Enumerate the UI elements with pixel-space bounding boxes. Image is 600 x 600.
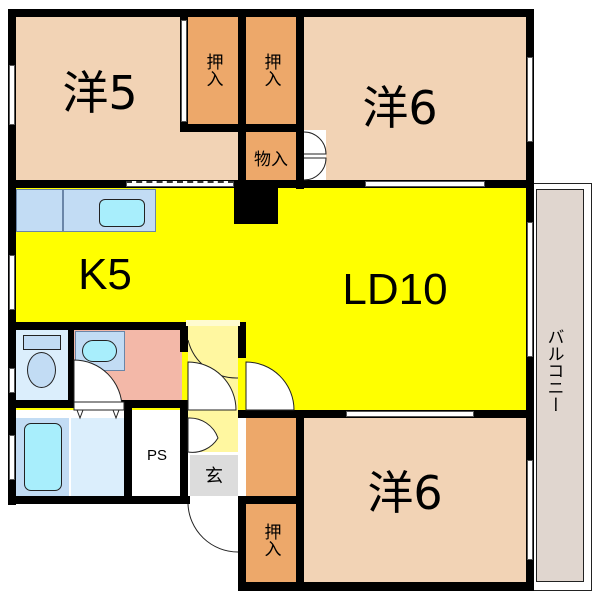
toilet-tank: [23, 335, 61, 350]
wall: [8, 496, 190, 504]
wall: [238, 496, 304, 504]
kitchen-sink-basin: [99, 199, 145, 227]
label-western-room-6-north: 洋6: [362, 81, 438, 135]
closet1-door: [181, 20, 187, 122]
window-west-toilet: [9, 368, 15, 393]
room-western-6-south: [304, 418, 526, 582]
window-east-ld: [527, 222, 533, 357]
kitchen-counter-left: [16, 189, 63, 232]
sliding-door-room6n: [365, 181, 485, 187]
sliding-door-room6s: [346, 411, 474, 417]
sliding-door-room5: [126, 181, 234, 187]
bathtub: [24, 423, 62, 491]
washing-area: [71, 418, 125, 496]
wall: [296, 9, 304, 189]
label-storage: 物入: [254, 149, 288, 170]
wall: [8, 180, 534, 188]
hallway: [188, 320, 238, 452]
closet-1: [188, 17, 238, 124]
window-west-bath: [9, 435, 15, 480]
balcony: [536, 189, 584, 582]
wall: [238, 582, 534, 591]
wall: [238, 322, 246, 358]
wall: [68, 322, 74, 402]
wall: [180, 124, 304, 132]
label-western-room-5: 洋5: [62, 66, 138, 120]
wall: [8, 400, 188, 408]
window-east-room6n: [527, 57, 533, 142]
label-kitchen: K5: [78, 250, 132, 299]
window-west-kitchen: [9, 255, 15, 310]
closet-3: [246, 504, 296, 582]
toilet-bowl: [27, 352, 56, 388]
wall: [296, 410, 304, 590]
window-west-room5: [9, 65, 15, 125]
label-balcony: バルコニー: [543, 327, 564, 413]
closet-2: [246, 17, 296, 124]
wall: [180, 322, 188, 352]
storage-closet: [246, 132, 296, 180]
label-western-room-6-south: 洋6: [367, 466, 443, 520]
wall: [8, 322, 184, 330]
label-entrance: 玄: [205, 466, 223, 487]
label-living-dining: LD10: [342, 265, 448, 314]
pipe-space: [132, 418, 182, 496]
wall: [180, 400, 188, 504]
label-closet-2: 押入: [260, 53, 281, 87]
wall: [238, 496, 246, 591]
entrance-floor: [190, 455, 238, 496]
label-closet-3: 押入: [260, 523, 281, 557]
hall-opening: [186, 320, 240, 326]
wall: [124, 408, 132, 500]
label-pipe-space: PS: [146, 446, 167, 464]
washbasin-bowl: [82, 340, 117, 362]
window-east-room6s: [527, 460, 533, 560]
room-western-6-north: [304, 17, 526, 180]
label-closet-1: 押入: [202, 53, 223, 87]
wall: [238, 9, 246, 189]
closet-3-upper: [246, 418, 296, 496]
wall: [8, 9, 534, 17]
